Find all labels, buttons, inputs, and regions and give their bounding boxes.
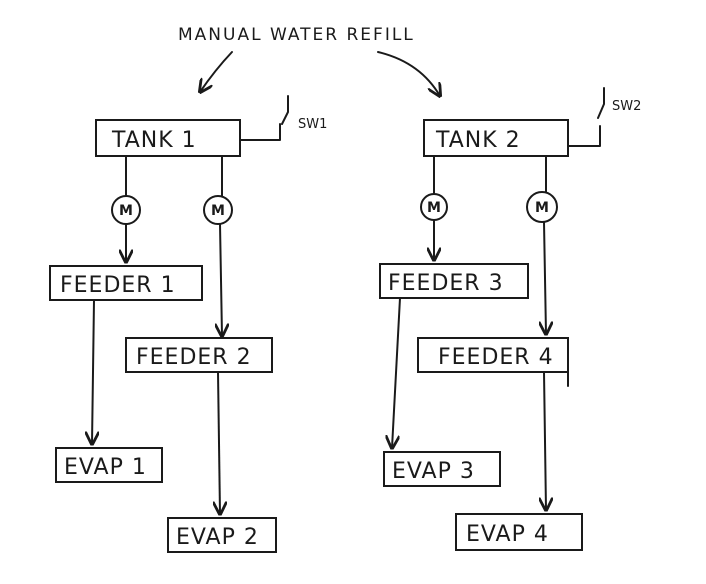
tank-1-box (95, 119, 241, 157)
evap-3-label: EVAP 3 (392, 459, 475, 484)
evap-4-box (455, 513, 583, 551)
pipe-f1-e1 (92, 299, 94, 444)
feeder-1-box (49, 265, 203, 301)
sw1-switch (239, 95, 289, 141)
sw2-label: SW2 (612, 99, 641, 114)
pipe-f3-e3 (392, 297, 401, 448)
evap-3-box (383, 451, 501, 487)
tank-1-label: TANK 1 (111, 128, 197, 153)
refill-arrow-tank1 (200, 51, 233, 92)
feeder-2-box (125, 337, 273, 373)
evap-1-box (55, 447, 163, 483)
feeder-4-box (417, 337, 569, 373)
feeder-2-label: FEEDER 2 (136, 345, 252, 370)
evap-1-label: EVAP 1 (64, 455, 147, 480)
sw2-switch (567, 87, 605, 147)
motor-2-icon (203, 195, 233, 225)
motor-4-label: M (535, 200, 549, 216)
pipe-f4-e4 (544, 371, 546, 510)
evap-2-box (167, 517, 277, 553)
diagram-title: MANUAL WATER REFILL (178, 25, 415, 45)
motor-1-label: M (119, 203, 133, 219)
refill-arrow-tank2 (377, 51, 440, 96)
pipe-m2-f2 (220, 223, 222, 336)
evap-4-label: EVAP 4 (466, 522, 549, 547)
tank-2-box (423, 119, 569, 157)
tank-2-label: TANK 2 (435, 128, 521, 153)
feeder-4-label: FEEDER 4 (438, 345, 554, 370)
feeder-3-label: FEEDER 3 (388, 271, 504, 296)
evap-2-label: EVAP 2 (176, 525, 259, 550)
motor-3-label: M (427, 200, 441, 216)
pipe-m4-f4 (544, 221, 546, 334)
pipe-f2-e2 (218, 371, 220, 514)
feeder-3-box (379, 263, 529, 299)
feeder-1-label: FEEDER 1 (60, 273, 176, 298)
motor-2-label: M (211, 203, 225, 219)
sw1-label: SW1 (298, 117, 327, 132)
motor-4-icon (526, 191, 558, 223)
